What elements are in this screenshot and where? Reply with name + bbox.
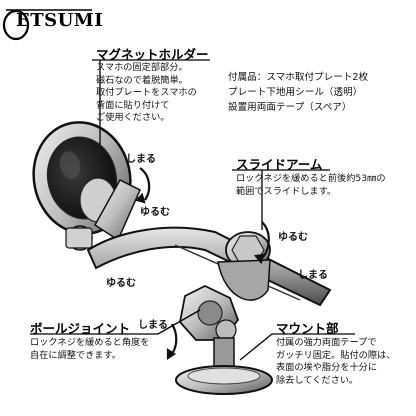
- leader-lines: [30, 59, 355, 361]
- slide-arm-title: スライドアーム: [236, 157, 323, 172]
- holder-swivel: [65, 179, 141, 251]
- mount-title: マウント部: [276, 321, 339, 336]
- tighten-label: しまる: [126, 154, 156, 165]
- slide-arm-line: ロックネジを緩めると前後約53㎜の: [236, 173, 386, 184]
- magnet-holder-description: スマホの固定部部分。 磁石なので着脱簡単。 取付プレートをスマホの 背面に貼り付…: [96, 62, 197, 125]
- slide-arm-line: 範囲でスライドします。: [236, 185, 337, 197]
- magnet-holder-line: スマホの固定部部分。: [96, 62, 188, 73]
- slide-arm-description: ロックネジを緩めると前後約53㎜の 範囲でスライドします。: [236, 173, 386, 198]
- ball-joint-line: 自在に調整できます。: [30, 349, 121, 361]
- loosen-label: ゆるむ: [278, 232, 308, 243]
- magnet-holder-line: ご使用ください。: [96, 112, 170, 124]
- loosen-label: ゆるむ: [140, 207, 170, 218]
- mount-line: 付属の強力両面テープで: [276, 337, 377, 348]
- accessories-list: 付属品：スマホ取付プレート2枚 プレート下地用シール（透明） 設置用両面テープ（…: [228, 70, 368, 115]
- rotation-arrows: [134, 167, 270, 361]
- mount-line: 表面の埃や脂分を十分に: [276, 362, 378, 374]
- ball-joint-title: ボールジョイント: [30, 321, 131, 336]
- etsumi-logo: [2, 9, 92, 41]
- logo-text: ETSUMI: [16, 10, 104, 31]
- tighten-label: しまる: [298, 270, 328, 281]
- accessories-line: 付属品：スマホ取付プレート2枚: [228, 72, 369, 83]
- mount-line: ガッチリ固定。貼付の際は、: [276, 349, 396, 361]
- mount-base: [175, 337, 273, 395]
- magnet-holder-line: 背面に貼り付けて: [96, 99, 170, 111]
- magnet-holder-line: 取付プレートをスマホの: [96, 87, 197, 99]
- ball-joint-knob: [179, 284, 240, 341]
- loosen-label: ゆるむ: [106, 278, 136, 289]
- ball-joint-line: ロックネジを緩めると角度を: [30, 337, 150, 348]
- tighten-label: しまる: [138, 320, 168, 331]
- accessories-line: 設置用両面テープ（スペア）: [228, 102, 352, 113]
- mount-description: 付属の強力両面テープで ガッチリ固定。貼付の際は、 表面の埃や脂分を十分に 除去…: [276, 337, 395, 387]
- magnet-holder-title: マグネットホルダー: [96, 47, 209, 62]
- ball-joint-description: ロックネジを緩めると角度を 自在に調整できます。: [30, 337, 149, 362]
- magnet-holder-line: 磁石なので着脱簡単。: [96, 74, 188, 86]
- accessories-line: プレート下地用シール（透明）: [228, 87, 363, 98]
- mount-line: 除去してください。: [276, 374, 359, 386]
